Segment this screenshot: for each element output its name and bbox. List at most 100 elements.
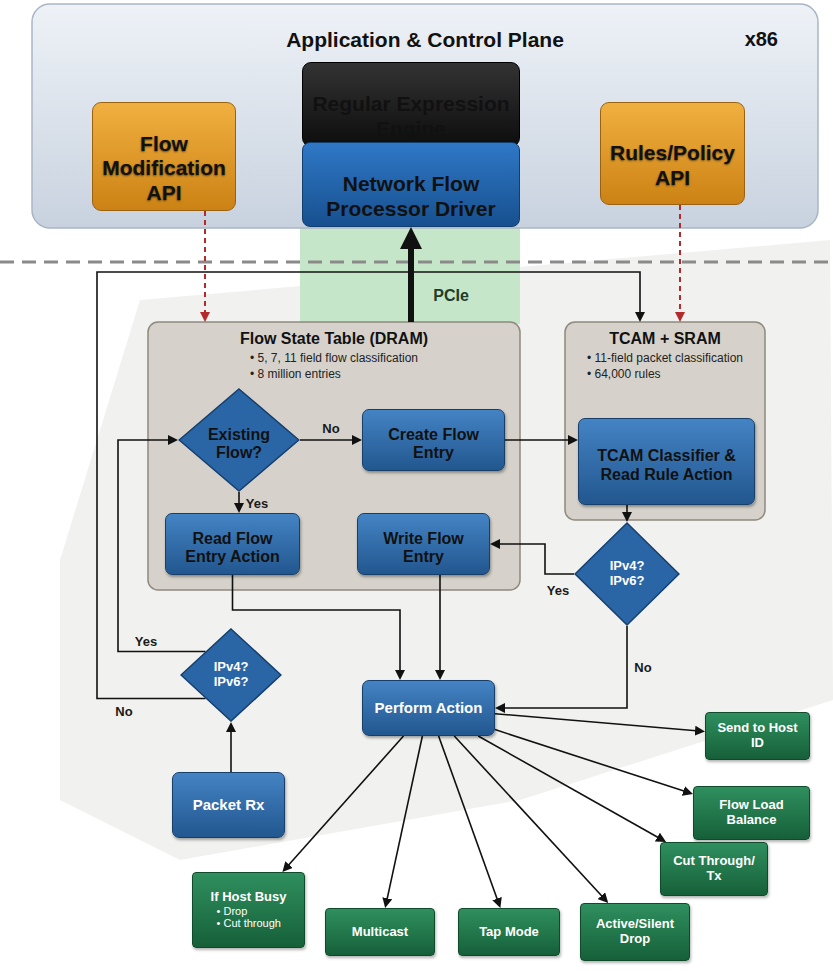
connector	[230, 725, 232, 772]
action-output: Multicast	[325, 908, 435, 956]
box-label: Multicast	[352, 925, 408, 940]
store-panel: Flow State Table (DRAM) • 5, 7, 11 field …	[148, 322, 520, 590]
box-label: IPv4? IPv6?	[596, 559, 657, 589]
box-label: If Host Busy	[211, 890, 287, 905]
connector	[478, 736, 663, 841]
connector	[238, 492, 240, 510]
edge-label: Yes	[135, 634, 157, 647]
label-group: Flow State Table (DRAM) • 5, 7, 11 field …	[148, 322, 520, 382]
label-group: Create Flow Entry	[369, 418, 498, 463]
connector	[493, 544, 574, 574]
box-label: Regular Expression Engine	[309, 68, 513, 140]
process-box: Write Flow Entry	[357, 513, 490, 575]
connector	[495, 714, 702, 732]
action-output: Flow Load Balance	[693, 786, 810, 840]
label-group: TCAM Classifier & Read Rule Action	[585, 439, 748, 484]
api-box: Flow Modification API	[92, 102, 236, 211]
connector	[679, 205, 681, 319]
label-group: Write Flow Entry	[364, 522, 483, 567]
connector	[454, 736, 606, 901]
bullet-note: • 5, 7, 11 field flow classification	[250, 351, 418, 367]
driver-box: Network Flow Processor Driver	[302, 142, 520, 227]
decision-diamond: IPv4? IPv6?	[180, 628, 282, 722]
edge-label: No	[634, 661, 651, 674]
label-group: Perform Action	[375, 699, 483, 716]
label-group: If Host Busy• Drop• Cut through	[211, 890, 287, 930]
plane-divider	[0, 261, 833, 264]
diamond-outline	[181, 629, 281, 721]
action-output: Send to Host ID	[705, 712, 810, 760]
label-group: Read Flow Entry Action	[172, 522, 293, 567]
box-label: Read Flow Entry Action	[182, 530, 283, 567]
label-group: Active/Silent Drop	[587, 917, 683, 947]
box-label: Create Flow Entry	[379, 426, 488, 463]
connector	[300, 439, 359, 441]
bullet-list: • 5, 7, 11 field flow classification• 8 …	[250, 351, 418, 382]
engine-box: Regular Expression Engine	[302, 62, 520, 147]
process-box: TCAM Classifier & Read Rule Action	[578, 418, 755, 505]
box-label: Flow Load Balance	[700, 798, 803, 828]
diamond-outline	[179, 389, 299, 491]
label-group: Send to Host ID	[712, 721, 803, 751]
label-group: Packet Rx	[193, 796, 265, 813]
panel-shape	[32, 4, 818, 228]
label-group: Cut Through/ Tx	[667, 854, 761, 884]
cpu-tag: x86	[745, 28, 778, 51]
box-label: IPv4? IPv6?	[201, 660, 260, 690]
label-group: TCAM + SRAM • 11-field packet classificat…	[565, 322, 765, 382]
api-box: Rules/Policy API	[600, 102, 745, 205]
box-label: Write Flow Entry	[374, 530, 473, 567]
action-output: Tap Mode	[458, 908, 560, 956]
bullet-note: • 64,000 rules	[587, 367, 743, 383]
bullet-note: • 8 million entries	[250, 367, 418, 383]
box-label: Packet Rx	[193, 796, 265, 813]
connector	[386, 736, 423, 905]
panel-shape	[565, 322, 765, 520]
edge-label: Yes	[547, 584, 569, 597]
label-group: Regular Expression Engine	[309, 68, 513, 140]
box-label: Send to Host ID	[712, 721, 803, 751]
pcie-link	[408, 239, 414, 322]
label-group: Existing Flow?	[194, 418, 285, 463]
box-label: Perform Action	[375, 699, 483, 716]
label-group: IPv4? IPv6?	[596, 559, 657, 589]
label-group: Flow Load Balance	[700, 798, 803, 828]
connector	[439, 736, 500, 905]
label-group: IPv4? IPv6?	[201, 660, 260, 690]
connector	[498, 626, 627, 708]
edge-label: No	[322, 422, 339, 435]
bullet-list: • 11-field packet classification• 64,000…	[587, 351, 743, 382]
action-output: Active/Silent Drop	[580, 903, 690, 961]
box-label: Tap Mode	[479, 925, 539, 940]
panel-heading: Flow State Table (DRAM)	[158, 330, 510, 348]
action-output: If Host Busy• Drop• Cut through	[192, 872, 305, 948]
process-box: Create Flow Entry	[362, 409, 505, 471]
action-output: Cut Through/ Tx	[660, 842, 768, 896]
connector	[204, 211, 206, 319]
bullet-note: • 11-field packet classification	[587, 351, 743, 367]
box-label: Existing Flow?	[204, 426, 275, 463]
bus-label: PCIe	[433, 288, 469, 304]
box-label: Flow Modification API	[99, 108, 229, 204]
edge-label: No	[115, 704, 132, 717]
process-box: Perform Action	[362, 680, 495, 736]
panel-heading: TCAM + SRAM	[575, 330, 755, 348]
card-silhouette	[60, 240, 833, 860]
pcie-band	[300, 226, 520, 324]
edge-label: Yes	[246, 496, 268, 509]
decision-diamond: Existing Flow?	[178, 388, 300, 492]
label-group: Multicast	[352, 925, 408, 940]
box-label: Active/Silent Drop	[587, 917, 683, 947]
connector	[505, 439, 575, 441]
process-box: Read Flow Entry Action	[165, 513, 300, 575]
box-label: Network Flow Processor Driver	[309, 148, 513, 220]
process-box: Packet Rx	[172, 772, 285, 838]
bullet-note: • Drop	[211, 905, 287, 918]
bullet-note: • Cut through	[211, 917, 287, 930]
connector	[439, 575, 441, 677]
box-label: Rules/Policy API	[607, 117, 738, 189]
panel-heading: Application & Control Plane	[32, 4, 818, 52]
label-group: Tap Mode	[479, 925, 539, 940]
label-group: Application & Control Planex86	[32, 4, 818, 52]
diamond-outline	[575, 523, 679, 625]
